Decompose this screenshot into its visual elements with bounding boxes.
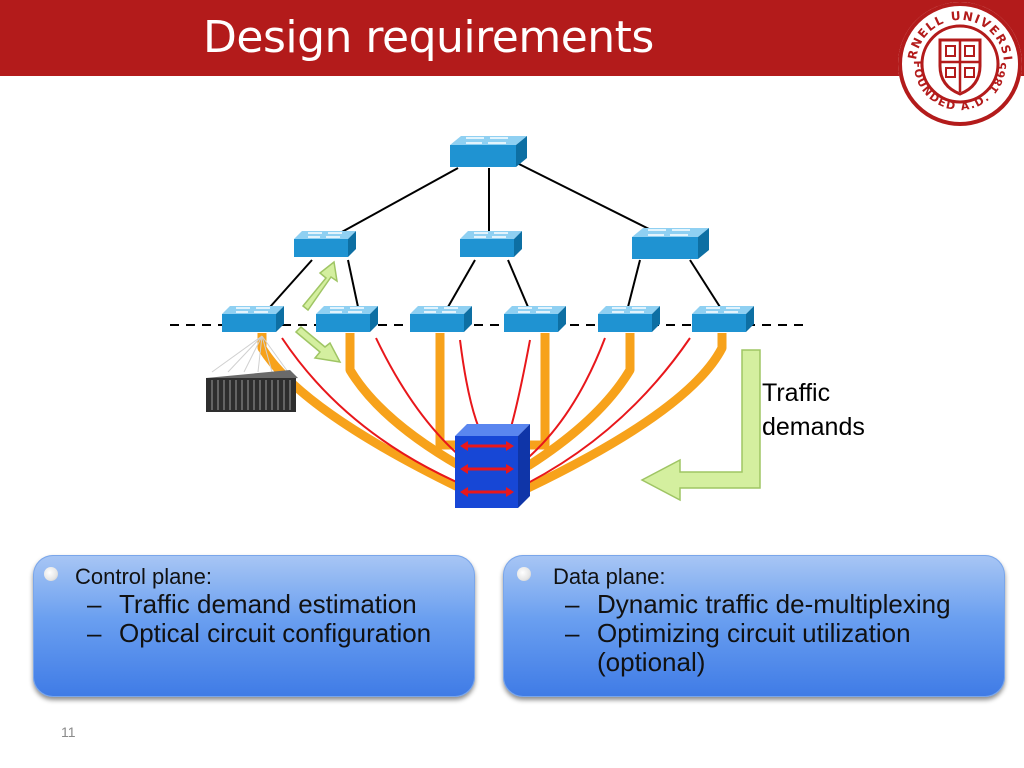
aggregation-switch-3 <box>631 227 710 260</box>
tor-switch-6 <box>691 305 755 333</box>
tor-switch-1 <box>221 305 285 333</box>
control-plane-box: Control plane: –Traffic demand estimatio… <box>33 555 475 697</box>
aggregation-switch-1 <box>293 230 357 258</box>
data-plane-heading: Data plane: <box>553 564 666 589</box>
traffic-demands-arrow <box>640 349 761 502</box>
server-rack <box>206 335 298 412</box>
tor-switch-5 <box>597 305 661 333</box>
tor-switch-4 <box>503 305 567 333</box>
data-plane-item-2: –Optimizing circuit utilization <box>565 618 911 648</box>
tor-switch-3 <box>409 305 473 333</box>
aggregation-switch-2 <box>459 230 523 258</box>
title-bar <box>0 0 1024 76</box>
optical-links <box>257 333 727 493</box>
network-diagram <box>170 135 808 508</box>
traffic-demands-label: Traffic demands <box>762 379 865 441</box>
control-arrows <box>294 260 342 363</box>
data-plane-item-1: –Dynamic traffic de-multiplexing <box>565 589 951 619</box>
optical-circuit-switch <box>455 424 530 508</box>
cornell-seal-logo: CORNELL UNIVERSITY FOUNDED A.D. 1865 <box>896 0 1022 126</box>
control-plane-item-2: –Optical circuit configuration <box>87 618 432 648</box>
data-plane-box: Data plane: –Dynamic traffic de-multiple… <box>503 555 1005 697</box>
control-plane-item-1: –Traffic demand estimation <box>87 589 417 619</box>
tor-switch-2 <box>315 305 379 333</box>
slide-title: Design requirements <box>203 12 654 63</box>
core-switch <box>449 135 528 168</box>
bullet-icon <box>44 567 58 581</box>
page-number: 11 <box>61 724 76 740</box>
tree-links <box>269 161 721 308</box>
control-plane-heading: Control plane: <box>75 564 212 589</box>
bullet-icon <box>517 567 531 581</box>
data-plane-item-2-continued: (optional) <box>597 647 706 677</box>
